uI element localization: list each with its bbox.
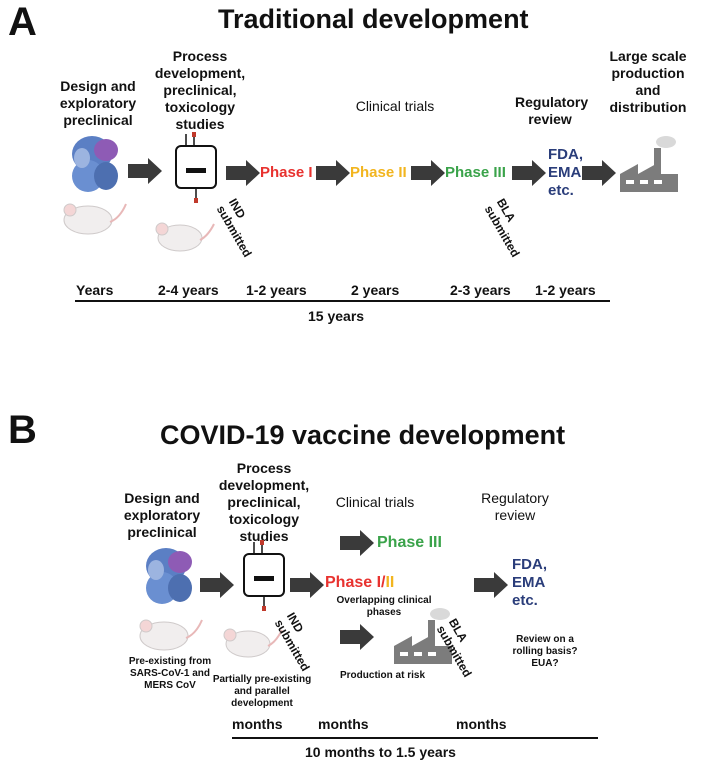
phase-2-part: II xyxy=(385,574,395,591)
overlap-note: Overlapping clinical phases xyxy=(336,595,432,618)
agency-list-b: FDA, EMA etc. xyxy=(512,556,547,610)
arrow-right-icon xyxy=(290,572,324,598)
process-label-b: Process development, preclinical, toxico… xyxy=(218,460,310,544)
timeline-divider-b xyxy=(232,737,598,739)
production-label-a: Large scale production and distribution xyxy=(609,48,687,115)
design-label-a: Design and exploratory preclinical xyxy=(59,78,137,128)
duration-b-2: months xyxy=(318,716,369,732)
regulatory-label-b: Regulatory review xyxy=(481,490,549,523)
mouse-icon xyxy=(63,203,127,235)
phase-1-part: Phase I/ xyxy=(325,574,386,591)
bioreactor-icon xyxy=(243,540,285,611)
duration-a-5: 2-3 years xyxy=(450,282,511,298)
production-note: Production at risk xyxy=(340,670,426,681)
mouse-icon xyxy=(155,222,215,252)
panel-a-title: Traditional development xyxy=(218,4,529,34)
process-label-a: Process development, preclinical, toxico… xyxy=(154,48,246,132)
agency-list-a: FDA, EMA etc. xyxy=(548,146,583,200)
phase-2-label: Phase II xyxy=(350,164,407,181)
bioreactor-icon xyxy=(175,132,217,203)
agency-fda: FDA, xyxy=(512,556,547,573)
arrow-right-icon xyxy=(340,624,374,650)
mouse-icon xyxy=(139,619,203,651)
mouse-icon xyxy=(223,628,283,658)
arrow-right-icon xyxy=(316,160,350,186)
arrow-right-icon xyxy=(582,160,616,186)
duration-a-2: 2-4 years xyxy=(158,282,219,298)
panel-a-letter: A xyxy=(8,0,37,44)
panel-b-letter: B xyxy=(8,408,37,452)
total-duration-a: 15 years xyxy=(308,308,365,324)
duration-a-3: 1-2 years xyxy=(246,282,307,298)
partial-note: Partially pre-existing and parallel deve… xyxy=(212,674,312,709)
timeline-divider-a xyxy=(75,300,610,302)
phase-1-2-label-b: Phase I/II xyxy=(325,574,394,592)
phase-3-label: Phase III xyxy=(445,164,506,181)
agency-fda: FDA, xyxy=(548,146,583,163)
arrow-right-icon xyxy=(200,572,234,598)
duration-a-6: 1-2 years xyxy=(535,282,596,298)
clinical-label-b: Clinical trials xyxy=(335,494,415,510)
duration-a-4: 2 years xyxy=(351,282,400,298)
factory-icon xyxy=(394,608,452,664)
arrow-right-icon xyxy=(226,160,260,186)
agency-ema: EMA xyxy=(512,574,546,591)
duration-a-1: Years xyxy=(76,282,114,298)
ind-submitted-a: IND submitted xyxy=(214,196,267,260)
rolling-review-note: Review on a rolling basis? EUA? xyxy=(512,634,578,669)
preexisting-note: Pre-existing from SARS-CoV-1 and MERS Co… xyxy=(128,656,212,691)
duration-b-3: months xyxy=(456,716,507,732)
regulatory-label-a: Regulatory review xyxy=(515,94,589,127)
agency-etc: etc. xyxy=(548,182,574,199)
clinical-label-a: Clinical trials xyxy=(355,98,435,114)
protein-structure-icon xyxy=(146,548,192,604)
arrow-right-icon xyxy=(411,160,445,186)
phase-1-label: Phase I xyxy=(260,164,313,181)
arrow-right-icon xyxy=(474,572,508,598)
factory-icon xyxy=(620,136,678,192)
panel-b-title: COVID-19 vaccine development xyxy=(160,420,566,450)
agency-ema: EMA xyxy=(548,164,582,181)
arrow-right-icon xyxy=(340,530,374,556)
total-duration-b: 10 months to 1.5 years xyxy=(305,744,456,760)
design-label-b: Design and exploratory preclinical xyxy=(123,490,201,540)
bla-submitted-a: BLA submitted xyxy=(482,196,535,260)
phase-3-label-b: Phase III xyxy=(377,534,442,551)
arrow-right-icon xyxy=(128,158,162,184)
agency-etc: etc. xyxy=(512,592,538,609)
protein-structure-icon xyxy=(72,136,118,192)
arrow-right-icon xyxy=(512,160,546,186)
duration-b-1: months xyxy=(232,716,283,732)
